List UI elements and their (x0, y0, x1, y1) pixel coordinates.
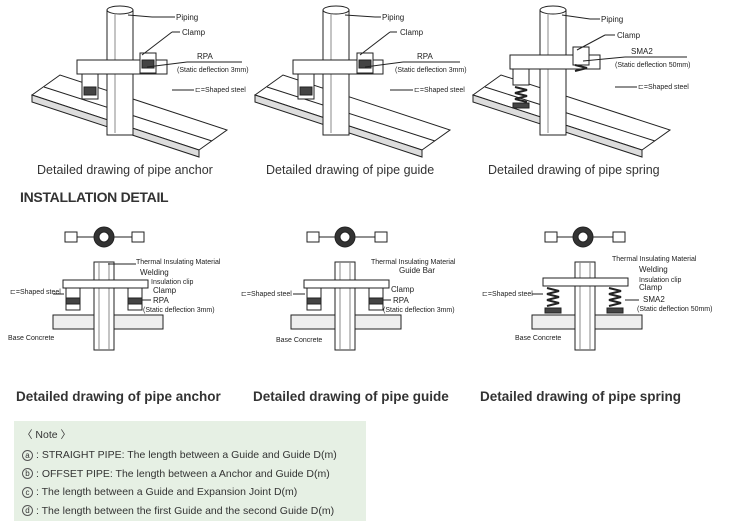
note-item: a : STRAIGHT PIPE: The length between a … (22, 446, 358, 465)
pipe (574, 261, 596, 351)
clamp-label: Clamp (617, 31, 641, 40)
shaped-steel-label: ⊏=Shaped steel (10, 289, 61, 296)
plan-view-clamp (544, 226, 626, 248)
base-concrete-label: Base Concrete (8, 335, 54, 342)
welding-label: Welding (140, 268, 169, 277)
note-item: d : The length between the first Guide a… (22, 502, 358, 521)
thermal-label: Thermal Insulating Material (612, 256, 697, 263)
clamp-label: Clamp (400, 28, 424, 37)
insulation-clip-label: Insulation clip (639, 277, 682, 284)
bottom-guide-drawing: Thermal Insulating Material Guide Bar Cl… (241, 220, 471, 355)
top-guide-caption: Detailed drawing of pipe guide (266, 163, 435, 177)
note-mark: d (22, 505, 33, 517)
springs (542, 277, 629, 314)
shaped-steel-label: ⊏=Shaped steel (638, 84, 689, 91)
bottom-anchor-caption: Detailed drawing of pipe anchor (16, 389, 221, 404)
base-concrete-label: Base Concrete (515, 335, 561, 342)
top-spring-caption: Detailed drawing of pipe spring (488, 163, 660, 177)
sma-label: SMA2 (643, 295, 665, 304)
thermal-label: Thermal Insulating Material (371, 259, 456, 266)
clamp-label: Clamp (639, 283, 663, 292)
note-text: : The length between the first Guide and… (36, 504, 335, 517)
bottom-spring-caption: Detailed drawing of pipe spring (480, 389, 682, 404)
top-anchor-drawing: Piping Clamp RPA (Static deflection 3mm)… (22, 5, 252, 158)
base-concrete-label: Base Concrete (276, 337, 322, 344)
rpa-label: RPA (417, 52, 434, 61)
top-anchor-caption: Detailed drawing of pipe anchor (37, 163, 213, 177)
note-title: 〈 Note 〉 (22, 429, 72, 441)
note-item: b : OFFSET PIPE: The length between a An… (22, 465, 358, 484)
guide-bar-label: Guide Bar (399, 266, 435, 275)
sma-note: (Static deflection 50mm) (615, 62, 690, 69)
top-guide-drawing: Piping Clamp RPA (Static deflection 3mm)… (245, 5, 475, 158)
thermal-label: Thermal Insulating Material (136, 259, 221, 266)
note-text: : The length between a Guide and Expansi… (36, 486, 298, 499)
note-item: c : The length between a Guide and Expan… (22, 483, 358, 502)
rpa-note: (Static deflection 3mm) (395, 67, 467, 74)
note-mark: b (22, 468, 33, 480)
pipe (539, 5, 567, 136)
shaped-steel-label: ⊏=Shaped steel (195, 87, 246, 94)
bottom-spring-drawing: Thermal Insulating Material Welding Insu… (477, 220, 722, 355)
piping-label: Piping (382, 13, 404, 22)
clamp-label: Clamp (182, 28, 206, 37)
section-title: INSTALLATION DETAIL (20, 189, 169, 205)
insulation-clip-label: Insulation clip (151, 279, 194, 286)
shaped-steel-label: ⊏=Shaped steel (241, 291, 292, 298)
plan-view-clamp (306, 226, 388, 248)
note-box: 〈 Note 〉 a : STRAIGHT PIPE: The length b… (14, 421, 366, 521)
bottom-anchor-drawing: Thermal Insulating Material Welding Insu… (8, 220, 238, 355)
pipe (93, 261, 115, 351)
rpa-label: RPA (197, 52, 214, 61)
welding-label: Welding (639, 265, 668, 274)
supports (62, 279, 149, 311)
shaped-steel-label: ⊏=Shaped steel (414, 87, 465, 94)
rpa-label: RPA (153, 296, 170, 305)
bottom-guide-caption: Detailed drawing of pipe guide (253, 389, 449, 404)
clamp-assembly (76, 52, 168, 100)
note-mark: c (22, 486, 33, 498)
rpa-note: (Static deflection 3mm) (177, 67, 249, 74)
pipe (334, 261, 356, 351)
plan-view-clamp (64, 226, 145, 248)
sma-note: (Static deflection 50mm) (637, 306, 712, 313)
shaped-steel-label: ⊏=Shaped steel (482, 291, 533, 298)
top-spring-drawing: Piping Clamp SMA2 (Static deflection 50m… (465, 5, 705, 158)
rpa-note: (Static deflection 3mm) (143, 307, 215, 314)
piping-label: Piping (601, 15, 623, 24)
clamp-assembly (292, 52, 384, 100)
clamp-label: Clamp (391, 285, 415, 294)
supports (303, 279, 390, 311)
rpa-label: RPA (393, 296, 410, 305)
piping-label: Piping (176, 13, 198, 22)
note-text: : STRAIGHT PIPE: The length between a Gu… (36, 449, 337, 462)
sma-label: SMA2 (631, 47, 653, 56)
note-mark: a (22, 449, 33, 461)
note-text: : OFFSET PIPE: The length between a Anch… (36, 467, 330, 480)
rpa-note: (Static deflection 3mm) (383, 307, 455, 314)
clamp-label: Clamp (153, 286, 177, 295)
